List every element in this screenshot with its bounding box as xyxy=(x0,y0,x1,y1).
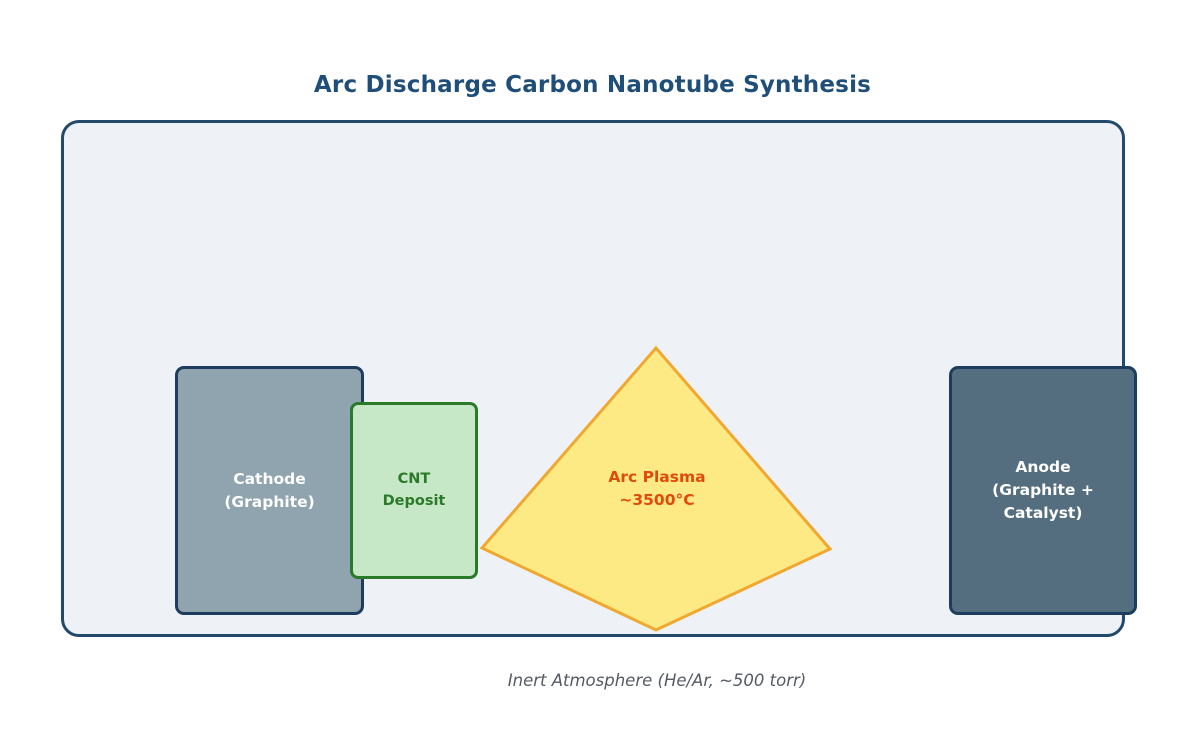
anode-label-line2: (Graphite + xyxy=(992,481,1094,500)
reaction-chamber: Arc Plasma ~3500°C Cathode (Graphite) CN… xyxy=(61,120,1137,690)
cathode-block[interactable]: Cathode (Graphite) xyxy=(175,366,364,615)
anode-label-line1: Anode xyxy=(1015,458,1071,477)
cnt-deposit-label-line2: Deposit xyxy=(382,492,446,509)
cnt-deposit-block[interactable]: CNT Deposit xyxy=(350,402,478,579)
cnt-deposit-label: CNT Deposit xyxy=(353,469,475,512)
page-title: Arc Discharge Carbon Nanotube Synthesis xyxy=(313,72,872,98)
cathode-label-line1: Cathode xyxy=(233,469,306,488)
cathode-label-line2: (Graphite) xyxy=(224,492,315,511)
anode-block[interactable]: Anode (Graphite + Catalyst) xyxy=(949,366,1137,615)
inert-atmosphere-caption: Inert Atmosphere (He/Ar, ~500 torr) xyxy=(507,671,807,690)
cathode-label: Cathode (Graphite) xyxy=(178,468,361,514)
anode-label-line3: Catalyst) xyxy=(1003,503,1083,522)
cnt-deposit-label-line1: CNT xyxy=(397,471,431,488)
plasma-kite-icon xyxy=(479,345,833,632)
anode-label: Anode (Graphite + Catalyst) xyxy=(952,456,1134,525)
arc-plasma-region: Arc Plasma ~3500°C xyxy=(474,341,840,639)
